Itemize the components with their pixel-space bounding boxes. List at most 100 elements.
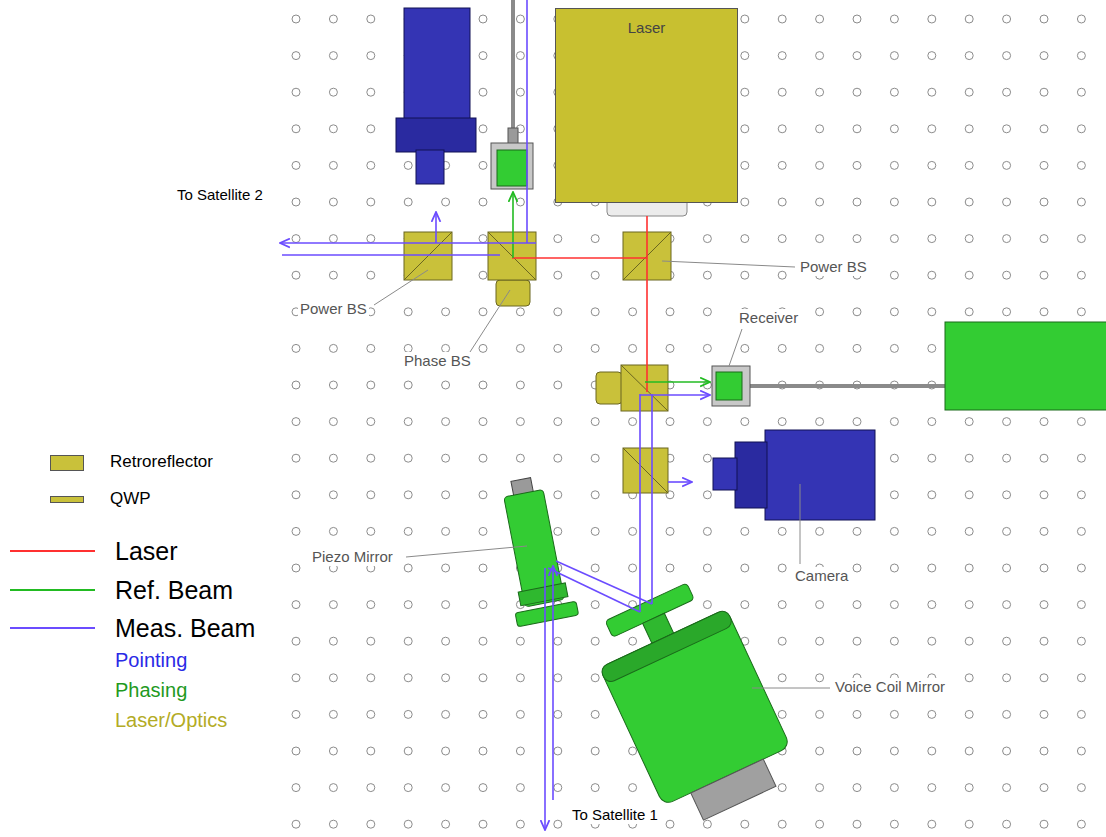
breadboard-hole: [853, 564, 861, 572]
receiver: [712, 366, 750, 406]
breadboard-hole: [442, 308, 450, 316]
breadboard-hole: [1003, 491, 1011, 499]
breadboard-hole: [816, 161, 824, 169]
breadboard-hole: [367, 710, 375, 718]
legend-entry: Laser: [115, 536, 178, 566]
breadboard-hole: [890, 88, 898, 96]
breadboard-hole: [816, 820, 824, 828]
breadboard-hole: [404, 491, 412, 499]
breadboard-hole: [329, 747, 337, 755]
breadboard-hole: [404, 674, 412, 682]
breadboard-hole: [965, 235, 973, 243]
breadboard-hole: [1003, 235, 1011, 243]
breadboard-hole: [591, 674, 599, 682]
breadboard-hole: [1003, 198, 1011, 206]
breadboard-hole: [329, 674, 337, 682]
breadboard-hole: [890, 564, 898, 572]
beams: [552, 566, 554, 800]
legend-text: Phasing: [115, 679, 187, 701]
breadboard-hole: [479, 527, 487, 535]
breadboard-hole: [367, 784, 375, 792]
legend-text: Retroreflector: [110, 452, 213, 471]
breadboard-hole: [629, 747, 637, 755]
breadboard-hole: [890, 271, 898, 279]
beam-splitters: [488, 232, 536, 280]
breadboard-hole: [292, 344, 300, 352]
legend-swatch: [50, 455, 84, 471]
receiver: [750, 384, 945, 388]
breadboard-hole: [329, 125, 337, 133]
breadboard-hole: [666, 564, 674, 572]
breadboard-hole: [741, 271, 749, 279]
breadboard-hole: [890, 15, 898, 23]
breadboard-hole: [479, 491, 487, 499]
breadboard-hole: [329, 235, 337, 243]
breadboard-hole: [853, 125, 861, 133]
breadboard-hole: [591, 637, 599, 645]
breadboard-hole: [1003, 710, 1011, 718]
breadboard-hole: [1077, 491, 1085, 499]
breadboard-hole: [1077, 88, 1085, 96]
breadboard-hole: [666, 418, 674, 426]
leader-lines: [470, 290, 510, 352]
breadboard-hole: [741, 161, 749, 169]
breadboard-hole: [554, 637, 562, 645]
destination-label: To Satellite 1: [570, 806, 660, 824]
breadboard-hole: [778, 198, 786, 206]
legend-swatch: [50, 496, 84, 503]
breadboard-hole: [292, 491, 300, 499]
receiver: [712, 322, 1106, 410]
breadboard-hole: [442, 820, 450, 828]
breadboard-hole: [778, 674, 786, 682]
piezo-mirror: [518, 583, 568, 606]
breadboard-hole: [516, 418, 524, 426]
beam-splitters: [621, 365, 668, 411]
legend-text: Laser/Optics: [115, 709, 227, 731]
breadboard-hole: [1077, 125, 1085, 133]
breadboard-hole: [853, 820, 861, 828]
breadboard-hole: [292, 161, 300, 169]
breadboard-hole: [479, 637, 487, 645]
breadboard-hole: [367, 637, 375, 645]
beam-splitters: [596, 372, 622, 404]
breadboard-hole: [292, 15, 300, 23]
breadboard-hole: [853, 88, 861, 96]
breadboard-hole: [965, 271, 973, 279]
right-camera: [713, 430, 875, 520]
breadboard-hole: [292, 710, 300, 718]
voice-coil-mirror: [582, 572, 803, 832]
breadboard-hole: [778, 601, 786, 609]
breadboard-hole: [479, 161, 487, 169]
breadboard-hole: [853, 527, 861, 535]
breadboard-hole: [890, 125, 898, 133]
breadboard-hole: [404, 418, 412, 426]
breadboard-hole: [1077, 308, 1085, 316]
breadboard-hole: [853, 747, 861, 755]
breadboard-hole: [329, 637, 337, 645]
breadboard-hole: [1077, 161, 1085, 169]
breadboard-hole: [329, 601, 337, 609]
breadboard-hole: [778, 418, 786, 426]
breadboard-hole: [965, 125, 973, 133]
breadboard-hole: [629, 637, 637, 645]
breadboard-hole: [554, 747, 562, 755]
node-title: Laser: [628, 19, 666, 36]
breadboard-hole: [1077, 674, 1085, 682]
phase-detector: [508, 128, 518, 144]
breadboard-hole: [778, 527, 786, 535]
breadboard-hole: [479, 710, 487, 718]
breadboard-hole: [666, 344, 674, 352]
right-camera: [713, 458, 737, 490]
breadboard-hole: [329, 418, 337, 426]
breadboard-hole: [479, 52, 487, 60]
beams: [512, 257, 647, 259]
breadboard-hole: [1040, 88, 1048, 96]
destination-label: To Satellite 2: [175, 186, 265, 204]
breadboard-hole: [1077, 52, 1085, 60]
breadboard-hole: [928, 491, 936, 499]
breadboard-hole: [629, 784, 637, 792]
breadboard-hole: [404, 198, 412, 206]
breadboard-hole: [591, 418, 599, 426]
breadboard-hole: [965, 784, 973, 792]
breadboard-hole: [554, 235, 562, 243]
